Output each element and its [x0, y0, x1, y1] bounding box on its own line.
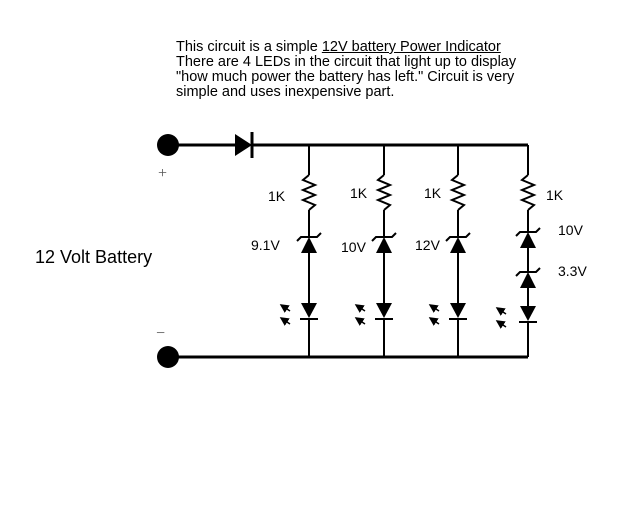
zener-label: 9.1V — [251, 237, 280, 253]
led — [449, 303, 467, 320]
zener-diode — [371, 232, 397, 253]
zener-top-label: 10V — [558, 222, 584, 238]
light-arrows — [428, 304, 440, 326]
resistor-1k — [375, 174, 393, 211]
zener-label: 10V — [341, 239, 367, 255]
light-arrows — [354, 304, 366, 326]
light-arrows — [495, 307, 507, 329]
branch-3: 1K 12V — [415, 145, 471, 357]
positive-sign: + — [158, 165, 167, 182]
resistor-1k — [300, 174, 318, 211]
led — [300, 303, 318, 320]
description-title-highlight: 12V battery Power Indicator — [321, 39, 501, 55]
light-arrows — [279, 304, 291, 326]
resistor-label: 1K — [424, 185, 442, 201]
branch-1: 1K 9.1V — [251, 145, 322, 357]
branch-2: 1K 10V — [341, 145, 397, 357]
negative-sign: − — [156, 325, 165, 342]
resistor-label: 1K — [546, 187, 564, 203]
description-line-3: "how much power the battery has left." C… — [176, 69, 515, 85]
circuit-description: This circuit is a simple 12V battery Pow… — [176, 40, 606, 100]
zener-diode-10v — [515, 227, 541, 248]
series-diode — [235, 132, 254, 158]
description-line-2: There are 4 LEDs in the circuit that lig… — [176, 54, 517, 70]
zener-label: 12V — [415, 237, 441, 253]
battery-label: 12 Volt Battery — [35, 247, 152, 267]
zener-bottom-label: 3.3V — [558, 263, 587, 279]
resistor-1k — [519, 174, 537, 211]
led — [375, 303, 393, 320]
description-line-1-prefix: This circuit is a simple — [176, 39, 322, 55]
resistor-label: 1K — [268, 188, 286, 204]
description-line-1: This circuit is a simple 12V battery Pow… — [176, 40, 606, 55]
branch-4: 1K 10V 3.3V — [495, 145, 587, 357]
zener-diode — [445, 232, 471, 253]
led — [519, 306, 537, 323]
resistor-1k — [449, 174, 467, 211]
resistor-label: 1K — [350, 185, 368, 201]
zener-diode — [296, 232, 322, 253]
zener-diode-3v3 — [515, 267, 541, 288]
description-line-4: simple and uses inexpensive part. — [176, 84, 395, 100]
